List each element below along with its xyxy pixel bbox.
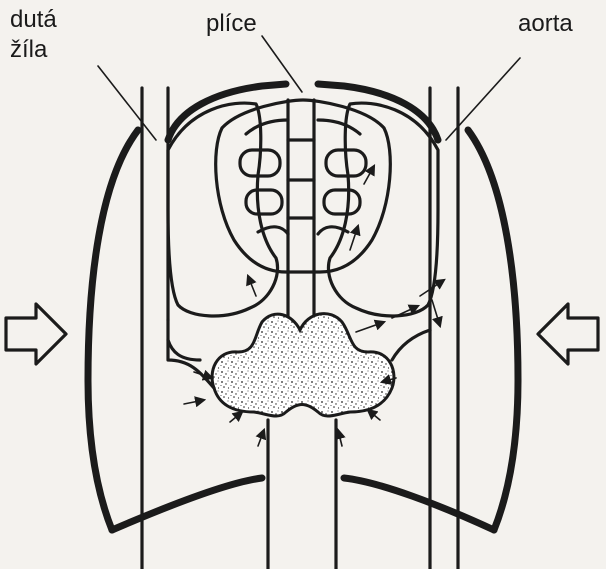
label-lungs: plíce bbox=[206, 12, 257, 36]
pericardium-right bbox=[392, 330, 430, 360]
pleura-top-left bbox=[168, 84, 286, 140]
label-vena-cava-line1: dutá bbox=[10, 8, 57, 32]
pericardium-left bbox=[168, 340, 214, 388]
outline-arrow-right-icon bbox=[6, 304, 66, 364]
pleura-top-right bbox=[318, 84, 438, 140]
chest-wall-right bbox=[468, 130, 518, 530]
bronchial-tree bbox=[216, 100, 391, 272]
diaphragm bbox=[112, 478, 494, 530]
leader-vena-cava bbox=[98, 66, 156, 140]
chest-wall-left bbox=[88, 130, 138, 530]
label-vena-cava-line2: žíla bbox=[10, 38, 47, 62]
label-aorta: aorta bbox=[518, 12, 573, 36]
aorta-vessel bbox=[430, 88, 458, 569]
outline-arrow-left-icon bbox=[538, 304, 598, 364]
